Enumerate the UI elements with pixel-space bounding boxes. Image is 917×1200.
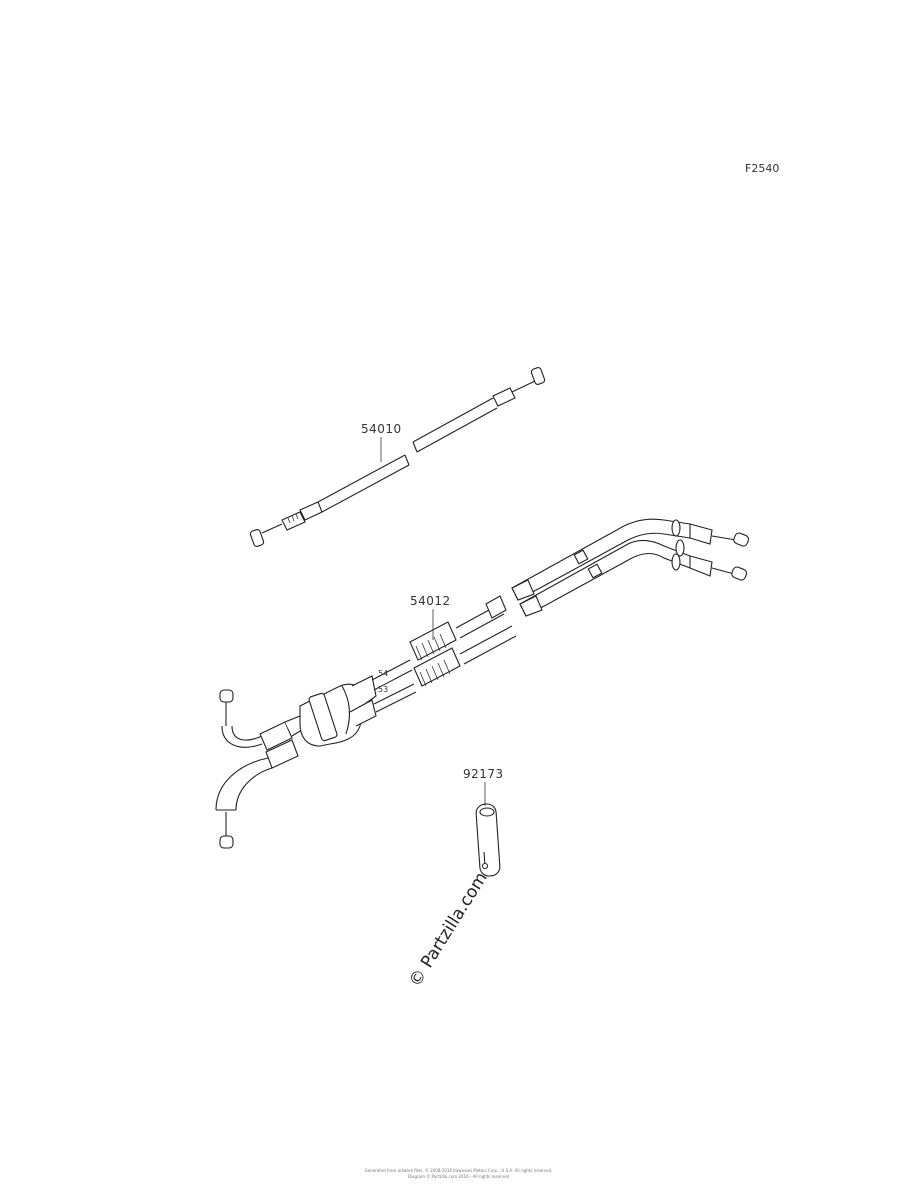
- reference-code: F2540: [745, 162, 779, 175]
- part-92173-clamp[interactable]: [475, 803, 501, 877]
- part-54010-cable[interactable]: [249, 367, 546, 547]
- label-92173-group: 92173: [463, 767, 504, 806]
- footer-copyright-line2: Diagram © Partzilla.com 2016 - All right…: [407, 1174, 510, 1179]
- footer-copyright-line1: Generated from artwork files, © 2008-201…: [364, 1168, 553, 1173]
- part-54012-cable-assembly[interactable]: 54 53: [215, 518, 750, 849]
- label-54012-group: 54012: [410, 594, 451, 640]
- svg-text:54: 54: [378, 669, 388, 678]
- label-54010-group: 54010: [361, 422, 402, 462]
- watermark: © Partzilla.com: [405, 869, 491, 991]
- part-label-54010: 54010: [361, 422, 402, 436]
- part-label-54012: 54012: [410, 594, 451, 608]
- svg-text:53: 53: [378, 685, 388, 694]
- part-label-92173: 92173: [463, 767, 504, 781]
